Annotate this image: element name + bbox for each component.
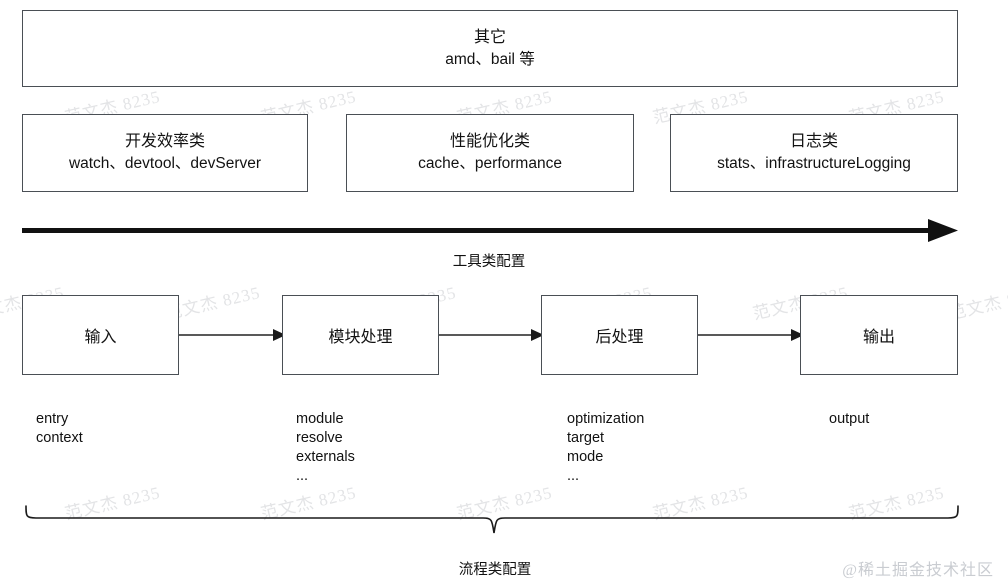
option-item: externals [296,449,355,465]
flow-config-brace [25,505,959,534]
tool-config-arrow-caption: 工具类配置 [452,254,526,270]
category-box-items: stats、infrastructureLogging [717,155,911,173]
category-box-heading: 日志类 [789,133,838,151]
option-list-input: entry context [36,410,83,448]
site-credit-watermark: @稀土掘金技术社区 [842,562,994,579]
category-box-items: cache、performance [418,155,562,173]
option-list-post: optimization target mode ... [567,410,644,486]
category-box-other: 其它 amd、bail 等 [22,10,958,87]
category-box-other-heading: 其它 [473,28,506,46]
process-box-label: 后处理 [595,329,644,346]
tool-config-arrow [22,219,958,242]
category-box-logging: 日志类 stats、infrastructureLogging [670,114,958,192]
connector-input-to-module [176,329,286,341]
flow-config-brace-caption: 流程类配置 [458,562,532,578]
category-box-heading: 开发效率类 [124,133,205,151]
option-list-module: module resolve externals ... [296,410,355,486]
option-item: module [296,411,344,427]
option-item: ... [296,468,309,484]
category-box-items: watch、devtool、devServer [68,155,262,173]
process-box-module: 模块处理 [282,295,439,375]
process-box-label: 模块处理 [328,329,393,346]
option-item: ... [567,468,580,484]
process-box-input: 输入 [22,295,179,375]
category-box-other-items: amd、bail 等 [445,50,535,68]
option-item: entry [36,411,69,427]
option-list-output: output [829,410,869,429]
process-box-label: 输入 [84,329,117,346]
option-item: resolve [296,430,343,446]
option-item: target [567,430,605,446]
process-box-post: 后处理 [541,295,698,375]
option-item: output [829,411,870,427]
category-box-heading: 性能优化类 [449,133,530,151]
option-item: mode [567,449,604,465]
category-box-dev-efficiency: 开发效率类 watch、devtool、devServer [22,114,308,192]
option-item: context [36,430,83,446]
category-box-performance: 性能优化类 cache、performance [346,114,634,192]
connector-post-to-output [696,329,804,341]
connector-module-to-post [436,329,544,341]
process-box-output: 输出 [800,295,958,375]
process-box-label: 输出 [862,329,895,346]
option-item: optimization [567,411,645,427]
